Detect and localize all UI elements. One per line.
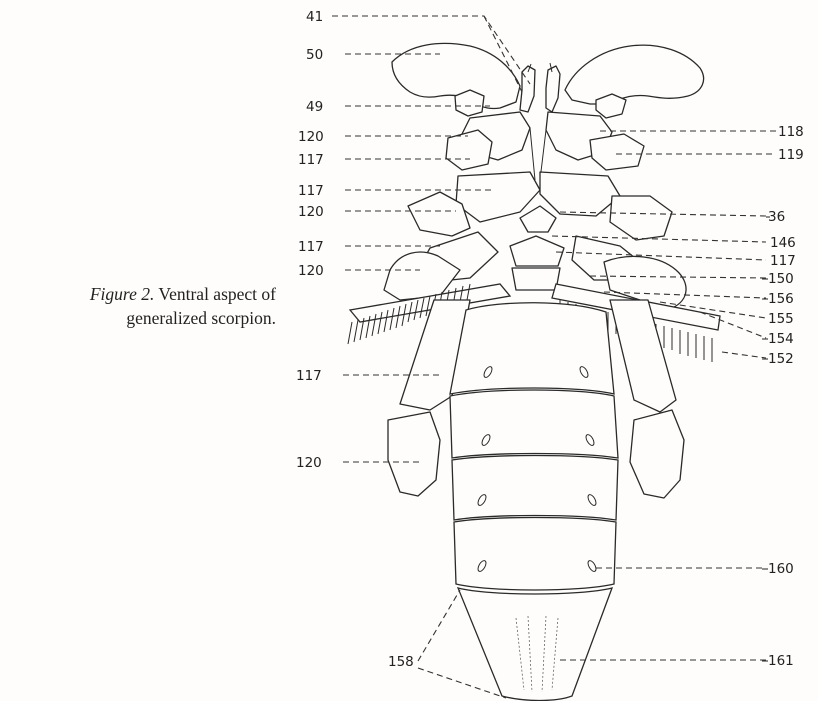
label-120-c: 120	[298, 263, 324, 279]
label-117-b: 117	[298, 183, 324, 199]
leg-1-right	[590, 134, 644, 170]
labels-right: 118 119 36 146 117 150 156 155 154 152 1…	[768, 124, 804, 669]
label-155: 155	[768, 311, 794, 327]
scorpion-body-drawing	[348, 43, 720, 700]
label-118: 118	[778, 124, 804, 140]
sternite-5	[452, 456, 618, 521]
label-161: 161	[768, 653, 794, 669]
label-36: 36	[768, 209, 785, 225]
label-41: 41	[306, 9, 323, 25]
leg-2-right	[610, 196, 672, 240]
leg-4-left-tibia	[388, 412, 440, 496]
sternite-4	[450, 390, 618, 458]
label-154: 154	[768, 331, 794, 347]
genital-operculum	[510, 236, 564, 266]
coxa-2-right	[540, 172, 620, 216]
label-120-a: 120	[298, 129, 324, 145]
label-152: 152	[768, 351, 794, 367]
label-120-b: 120	[298, 204, 324, 220]
label-146: 146	[770, 235, 796, 251]
chelicera-right	[546, 66, 560, 112]
label-50: 50	[306, 47, 323, 63]
sternite-7	[458, 588, 612, 701]
label-117-d: 117	[296, 368, 322, 384]
label-120-d: 120	[296, 455, 322, 471]
label-160: 160	[768, 561, 794, 577]
label-117-right: 117	[770, 253, 796, 269]
label-156: 156	[768, 291, 794, 307]
label-150: 150	[768, 271, 794, 287]
label-119: 119	[778, 147, 804, 163]
sternum	[520, 206, 556, 232]
pectinal-plate	[512, 268, 560, 290]
label-117-a: 117	[298, 152, 324, 168]
leg-4-right-tibia	[630, 410, 684, 498]
sternite-6	[454, 518, 616, 591]
pedipalp-right	[565, 45, 704, 104]
leg-1-left	[446, 130, 492, 170]
label-117-c: 117	[298, 239, 324, 255]
sternite-3	[450, 303, 614, 394]
label-49: 49	[306, 99, 323, 115]
label-158: 158	[388, 654, 414, 670]
